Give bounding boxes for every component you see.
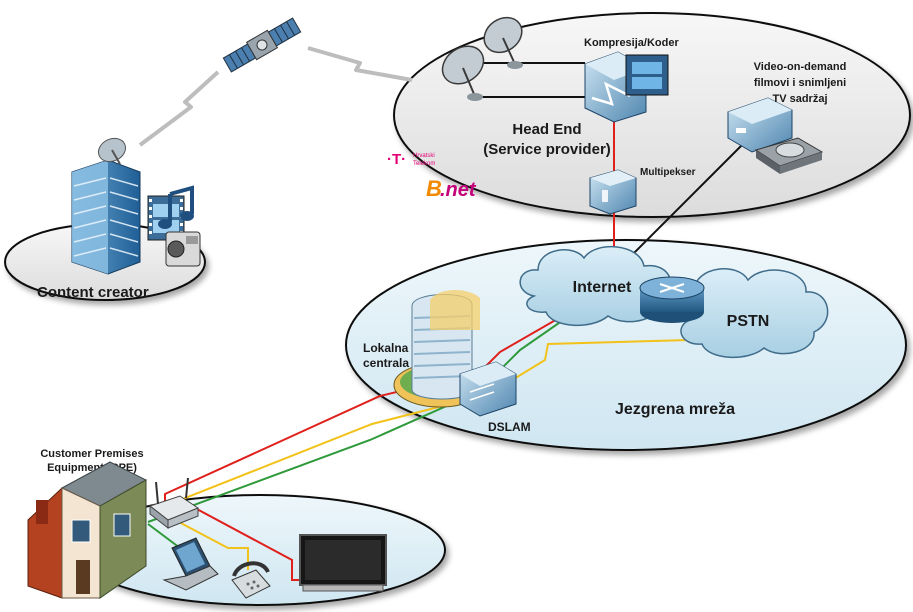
pstn-label: PSTN bbox=[727, 313, 770, 330]
svg-text:Telekom: Telekom bbox=[413, 161, 435, 167]
internet-cloud-icon bbox=[519, 245, 672, 327]
vod-label-line3: TV sadržaj bbox=[772, 93, 827, 105]
hard-drive-icon bbox=[754, 137, 824, 174]
lokalna-label-line1: Lokalna bbox=[363, 341, 409, 355]
bnet-logo: B .net bbox=[426, 176, 477, 201]
switch-icon bbox=[459, 361, 517, 417]
laptop-icon bbox=[162, 537, 219, 591]
router-icon bbox=[639, 276, 705, 323]
television-icon bbox=[299, 534, 387, 592]
svg-text:.net: .net bbox=[440, 179, 477, 201]
kompresija-koder-label: Kompresija/Koder bbox=[584, 37, 679, 49]
vod-label-line1: Video-on-demand bbox=[754, 61, 847, 73]
satellite-icon bbox=[222, 17, 302, 73]
hrvatski-telekom-logo: ·T· Hrvatski Telekom bbox=[387, 151, 435, 168]
server-icon bbox=[727, 97, 793, 153]
video-camera-icon bbox=[165, 231, 201, 267]
svg-text:B: B bbox=[426, 176, 442, 201]
modem-icon bbox=[148, 477, 200, 530]
jezgrena-mreza-label: Jezgrena mreža bbox=[615, 401, 735, 418]
office-building-icon bbox=[71, 159, 141, 275]
multipekser-label: Multipekser bbox=[640, 167, 696, 178]
head-end-label: Head End bbox=[512, 121, 581, 138]
internet-label: Internet bbox=[573, 279, 632, 296]
satellite-uplink bbox=[138, 46, 413, 147]
svg-text:Hrvatski: Hrvatski bbox=[413, 153, 435, 159]
telephone-icon bbox=[231, 561, 271, 599]
lokalna-label-line2: centrala bbox=[363, 356, 409, 370]
film-icon bbox=[625, 54, 669, 96]
music-note-icon bbox=[158, 185, 194, 229]
house-icon bbox=[27, 461, 148, 599]
satellite-dish-icon bbox=[483, 16, 523, 69]
svg-text:·T·: ·T· bbox=[387, 151, 406, 168]
satellite-dish-icon bbox=[97, 137, 127, 165]
dslam-label: DSLAM bbox=[488, 420, 531, 434]
satellite-dish-icon bbox=[441, 45, 485, 101]
cpe-label-line1: Customer Premises bbox=[40, 448, 143, 460]
head-end-links bbox=[470, 62, 753, 256]
service-provider-label: (Service provider) bbox=[483, 141, 611, 158]
multiplexer-icon bbox=[589, 169, 637, 215]
vod-label-line2: filmovi i snimljeni bbox=[754, 77, 846, 89]
content-creator-label: Content creator bbox=[37, 284, 149, 301]
